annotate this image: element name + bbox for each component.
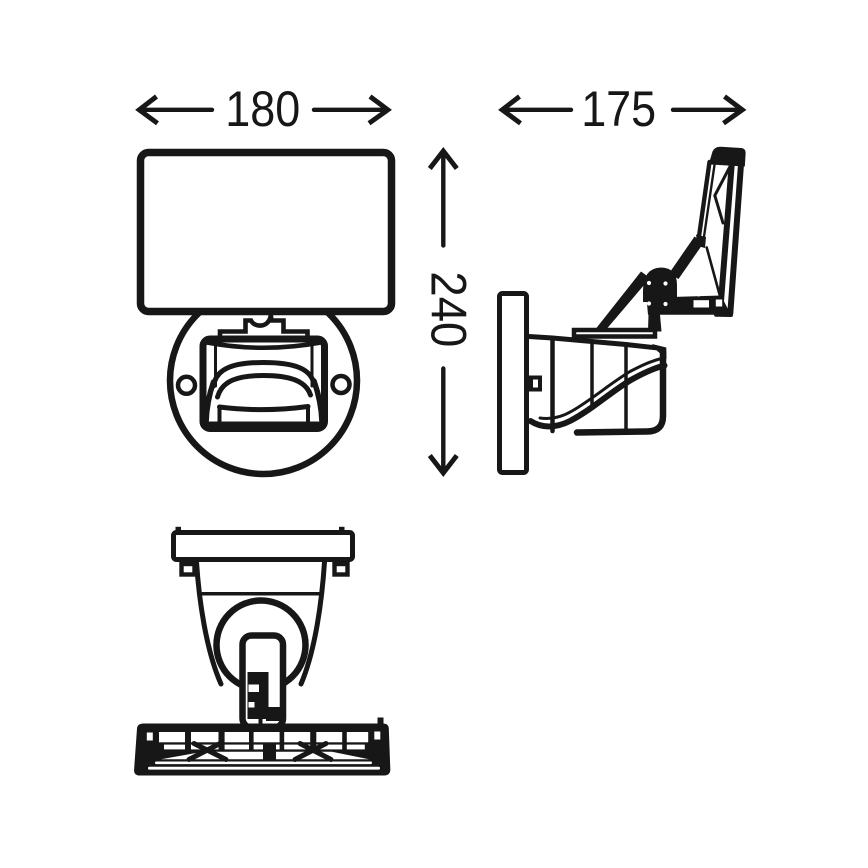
svg-text:180: 180 xyxy=(225,81,300,137)
svg-text:240: 240 xyxy=(421,271,477,347)
svg-text:175: 175 xyxy=(581,81,656,137)
